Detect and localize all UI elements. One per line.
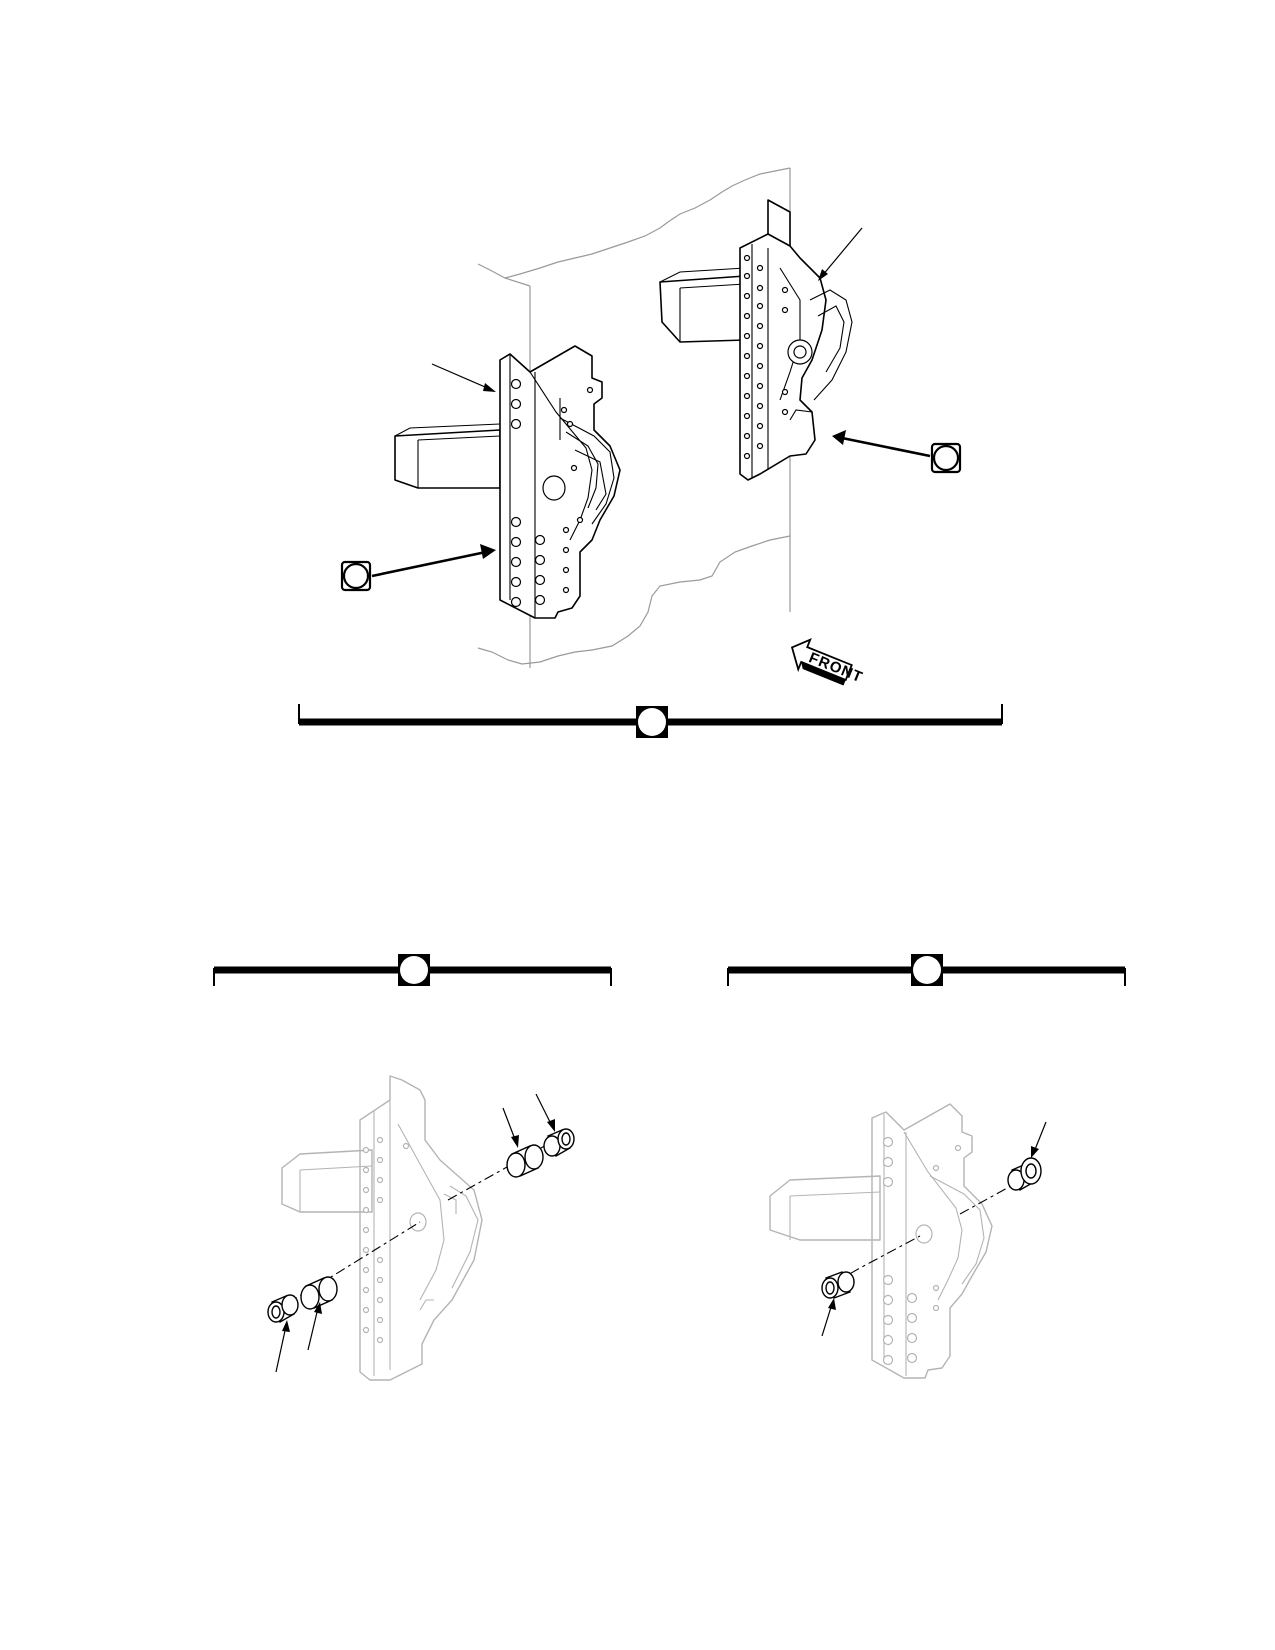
top-view: FRONT: [298, 167, 1003, 738]
detail-left-bracket-bushings: [267, 1075, 575, 1381]
bushing-upper-outer: [543, 1128, 575, 1158]
leader-left-lower: [371, 550, 487, 578]
detail-right-bracket-bushings: [769, 1103, 1047, 1379]
callout-left: [340, 560, 372, 592]
section-bar-top: [298, 704, 1003, 738]
leader-left-upper: [431, 363, 493, 391]
front-direction-indicator: FRONT: [790, 638, 865, 686]
leader-right-lower: [841, 436, 931, 458]
right-bracket: [659, 199, 853, 481]
bushing-lower-outer: [267, 1294, 299, 1324]
section-bar-lower-left: [213, 954, 612, 986]
bushing-flanged-lower: [821, 1271, 855, 1299]
bushing-flanged-upper: [1007, 1157, 1042, 1192]
center-line-right: [831, 1235, 921, 1285]
bushing-upper-inner: [506, 1144, 544, 1178]
bushing-lower-inner: [300, 1276, 338, 1310]
section-bar-lower-right: [727, 954, 1126, 986]
callout-right: [930, 442, 962, 474]
left-bracket: [394, 345, 621, 619]
leader-right-upper: [821, 227, 863, 277]
